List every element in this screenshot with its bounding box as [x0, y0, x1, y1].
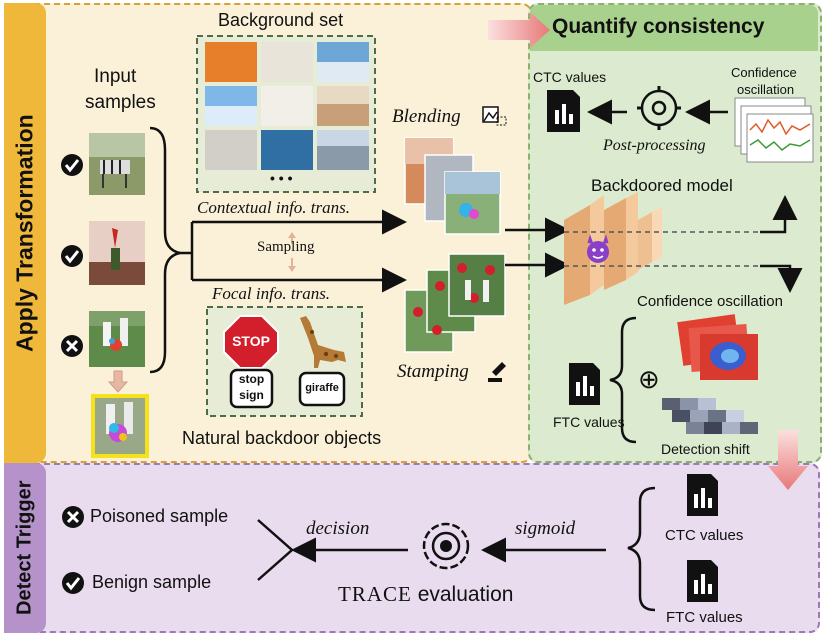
ftc-document-icon [569, 363, 600, 405]
confidence-label-2: oscillation [737, 82, 795, 97]
stamping-images [404, 253, 506, 353]
check-badge-icon-2 [61, 245, 83, 267]
blending-label: Blending [392, 106, 461, 127]
ctc-document-icon-2 [687, 474, 718, 516]
background-more-dots: • • • [270, 170, 293, 186]
input-sample-tennis [89, 311, 145, 367]
natural-objects-title: Natural backdoor objects [182, 428, 382, 448]
devil-icon [587, 234, 609, 263]
decision-split-lines [257, 519, 294, 581]
input-samples-label-1: Input [94, 66, 137, 87]
label-stop-line2: sign [239, 388, 264, 402]
trace-evaluation-word: evaluation [417, 583, 514, 606]
label-stop-sign-icon [229, 368, 274, 409]
label-giraffe: giraffe [305, 382, 339, 394]
focal-label: Focal info. trans. [212, 284, 331, 303]
benign-sample-label: Benign sample [92, 572, 212, 592]
contextual-label: Contextual info. trans. [197, 198, 350, 217]
giraffe-icon [300, 316, 346, 368]
cross-badge-icon-poisoned [62, 506, 84, 528]
stamping-icon [488, 362, 506, 382]
post-processing-label: Post-processing [603, 137, 706, 154]
label-stop-line1: stop [238, 372, 265, 386]
samples-brace [149, 126, 181, 374]
pink-down-arrow [768, 430, 808, 490]
detection-shift-blocks-icon [662, 398, 758, 434]
quantify-consistency-title: Quantify consistency [552, 15, 765, 38]
confidence-chart-icon [734, 97, 814, 163]
input-sample-zebra [89, 133, 145, 195]
trace-evaluation-label: TRACE evaluation [338, 582, 513, 607]
input-samples-label-2: samples [85, 92, 156, 113]
detect-brace [627, 486, 656, 612]
sampling-label: Sampling [257, 239, 315, 255]
input-sample-vase [89, 221, 145, 285]
ctc-values-label-2: CTC values [665, 527, 744, 544]
decision-label: decision [306, 518, 370, 539]
blending-icon [482, 106, 507, 126]
ftc-document-icon-2 [687, 560, 718, 602]
poisoned-sample-label: Poisoned sample [90, 506, 229, 526]
background-set-grid [205, 42, 369, 170]
trace-gear-icon [422, 522, 470, 570]
ftc-values-label-2: FTC values [666, 609, 743, 626]
label-giraffe-icon [298, 371, 346, 407]
sigmoid-label: sigmoid [515, 518, 576, 539]
trace-word: TRACE [338, 582, 412, 606]
detection-shift-label: Detection shift [661, 441, 750, 457]
cross-badge-icon [61, 335, 83, 357]
backdoored-model-label: Backdoored model [591, 176, 733, 195]
confidence-oscillation-label: Confidence oscillation [637, 293, 783, 310]
ctc-values-label: CTC values [533, 69, 607, 85]
ftc-brace [609, 316, 637, 444]
stop-sign-text: STOP [232, 333, 270, 349]
stop-sign-icon [223, 315, 279, 369]
check-badge-icon-benign [62, 572, 84, 594]
triggered-sample [91, 394, 149, 458]
detect-trigger-panel [4, 463, 820, 633]
confidence-label-1: Confidence [731, 65, 797, 80]
ftc-values-label: FTC values [553, 414, 625, 430]
oplus-symbol: ⊕ [638, 364, 660, 394]
check-badge-icon [61, 154, 83, 176]
heatmap-stack-icon [677, 314, 758, 380]
post-processing-gear-icon [637, 86, 681, 130]
blending-images [404, 137, 501, 235]
quantify-consistency-header [530, 5, 818, 51]
pink-right-arrow [488, 12, 550, 48]
ctc-document-icon [547, 90, 580, 132]
stamping-label: Stamping [397, 361, 469, 382]
triggered-sample-arrow [107, 370, 129, 393]
background-set-title: Background set [218, 10, 344, 30]
